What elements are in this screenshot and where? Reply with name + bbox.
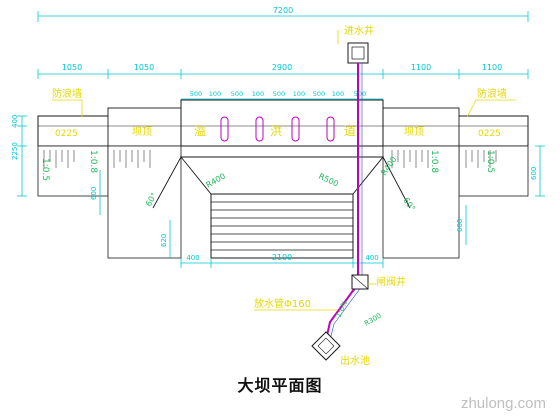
- label-parapet-left: 防浪墙: [52, 87, 82, 100]
- top-total-dimension: 7200: [37, 6, 529, 22]
- dim-left-outer: 1050: [62, 63, 82, 72]
- dim-top-2: 500: [231, 90, 243, 98]
- label-parapet-right: 防浪墙: [477, 87, 507, 100]
- label-slope-right-b: 1:0.5: [485, 150, 495, 173]
- dim-left-v3: 620: [160, 234, 168, 247]
- dim-left-v1: 2250: [11, 142, 19, 160]
- label-slope-right-a: 1:0.8: [429, 150, 439, 173]
- label-outlet-pool: 出水池: [340, 354, 370, 367]
- label-inlet-well: 进水井: [344, 24, 374, 37]
- left-vertical-dimensions: 400 2250 600 620: [11, 115, 171, 258]
- slope-zones: 1:0.5 1:0.8 1:0.8 1:0.5: [37, 145, 529, 259]
- segment-dimensions: 1050 1050 2900 1100 1100: [37, 63, 529, 79]
- dim-right-inner: 1100: [411, 63, 431, 72]
- dim-bottom-center: 2100: [272, 253, 292, 262]
- dim-right-v1: 600: [456, 219, 464, 232]
- outlet-pool: 出水池: [311, 331, 370, 367]
- gate-valve-well: 闸阀井: [351, 274, 406, 290]
- bottom-dimensions: 400 2100 400: [180, 253, 384, 268]
- dim-left-v2: 600: [90, 187, 98, 200]
- dim-top-3: 100: [252, 90, 264, 98]
- label-cut-left: 0225: [55, 129, 78, 139]
- label-cut-right: 0225: [478, 129, 501, 139]
- drawing-caption: 大坝平面图: [237, 376, 323, 395]
- dim-left-v0: 400: [11, 115, 19, 128]
- label-crest-right: 坝顶: [404, 126, 424, 138]
- dim-top-8: 500: [354, 90, 366, 98]
- dim-right-v0: 600: [530, 167, 538, 180]
- label-slope-left-a: 1:0.5: [40, 158, 50, 181]
- inlet-well-group: 进水井: [337, 24, 374, 64]
- dim-center: 2900: [272, 63, 292, 72]
- dam-crest: [37, 99, 529, 147]
- dim-total: 7200: [273, 6, 293, 15]
- label-spillway-3: 道: [344, 124, 356, 138]
- dim-bottom-left: 400: [186, 254, 199, 262]
- right-vertical-dimensions: 600 600: [456, 145, 545, 245]
- label-pipe-r300: R300: [363, 312, 383, 328]
- label-pipe-slope: 1:6%: [335, 299, 350, 319]
- dim-top-5: 100: [293, 90, 305, 98]
- dim-top-0: 500: [190, 90, 202, 98]
- dim-bottom-right: 400: [365, 254, 378, 262]
- spillway-chute: R400 R500 R400 60° 60°: [144, 155, 417, 259]
- outlet-pipe-label-group: 放水管Φ160 1:6% R300: [254, 297, 383, 328]
- label-gate-well: 闸阀井: [376, 275, 406, 288]
- dim-top-6: 500: [313, 90, 325, 98]
- label-spillway-1: 溢: [194, 124, 206, 138]
- dim-right-outer: 1100: [482, 63, 502, 72]
- dim-top-7: 100: [332, 90, 344, 98]
- dim-top-1: 100: [209, 90, 221, 98]
- crest-labels: 防浪墙 防浪墙 坝顶 坝顶 溢 洪 道 0225 0225: [52, 87, 516, 139]
- label-slope-left-b: 1:0.8: [88, 150, 98, 173]
- label-crest-left: 坝顶: [132, 126, 152, 138]
- label-outlet-pipe: 放水管Φ160: [254, 297, 311, 310]
- watermark-text: zhulong.com: [460, 395, 546, 412]
- dim-left-inner: 1050: [134, 63, 154, 72]
- spillway-top-dimensions: 500 100 500 100 500 100 500 100 500: [181, 90, 383, 100]
- dim-top-4: 500: [273, 90, 285, 98]
- label-spillway-2: 洪: [270, 124, 282, 138]
